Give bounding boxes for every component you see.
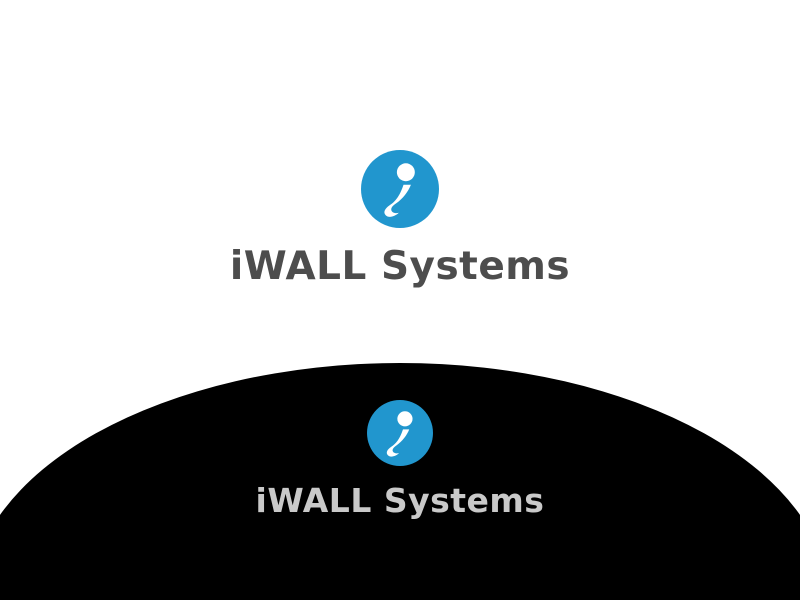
logo-lockup-dark: iWALL Systems: [0, 400, 800, 517]
lowercase-i-in-circle-icon: [367, 400, 433, 466]
wordmark-dark: iWALL Systems: [255, 481, 545, 520]
lowercase-i-in-circle-icon: [361, 150, 439, 228]
wordmark-light: iWALL Systems: [229, 244, 571, 289]
logo-lockup-light: iWALL Systems: [0, 150, 800, 286]
